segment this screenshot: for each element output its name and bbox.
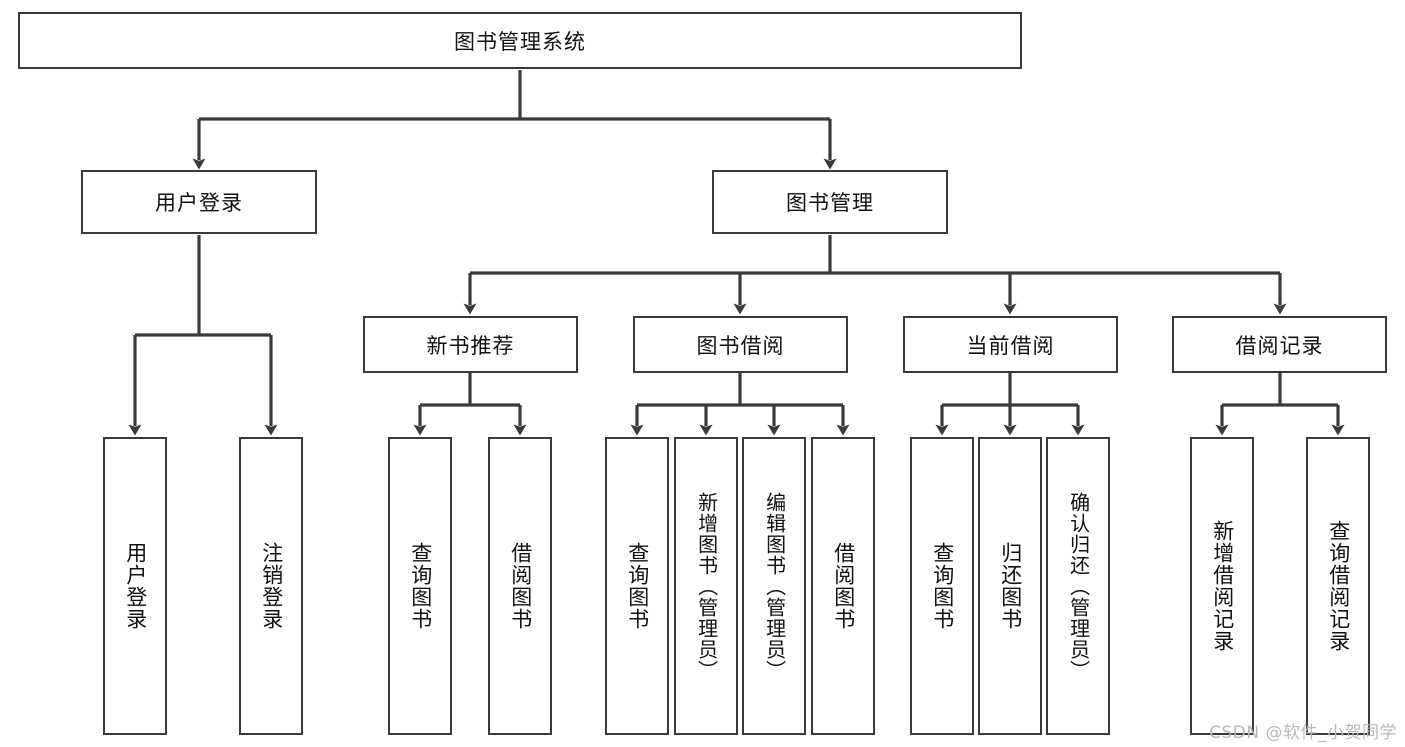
node-label: 图书借阅: [696, 333, 785, 358]
node-borrow-record[interactable]: 借阅记录: [1172, 316, 1387, 373]
watermark-text: CSDN @软件_小贺同学: [1209, 723, 1397, 743]
node-label: 当前借阅: [966, 333, 1055, 358]
node-current-borrow[interactable]: 当前借阅: [903, 316, 1118, 373]
node-label: 查询图书: [408, 542, 433, 630]
leaf-user-login-login[interactable]: 用户登录: [103, 437, 167, 735]
leaf-record-add-borrow-record[interactable]: 新增借阅记录: [1190, 437, 1254, 735]
node-label: 注销登录: [259, 542, 284, 630]
node-book-management[interactable]: 图书管理: [712, 170, 948, 234]
node-label: 编辑图书（管理员）: [762, 491, 787, 681]
node-root-book-management-system[interactable]: 图书管理系统: [18, 12, 1022, 69]
leaf-new-book-query[interactable]: 查询图书: [388, 437, 452, 735]
node-label: 图书管理系统: [454, 29, 586, 54]
node-label: 新增图书（管理员）: [694, 491, 719, 681]
node-label: 用户登录: [155, 191, 243, 215]
leaf-current-query-book[interactable]: 查询图书: [910, 437, 974, 735]
node-label: 用户登录: [123, 542, 148, 630]
node-book-borrow[interactable]: 图书借阅: [633, 316, 848, 373]
leaf-record-query-borrow-record[interactable]: 查询借阅记录: [1306, 437, 1370, 735]
leaf-borrow-add-book-admin[interactable]: 新增图书（管理员）: [674, 437, 738, 735]
leaf-current-return-book[interactable]: 归还图书: [978, 437, 1042, 735]
leaf-current-confirm-return-admin[interactable]: 确认归还（管理员）: [1046, 437, 1110, 735]
node-label: 新书推荐: [426, 333, 515, 358]
node-label: 借阅记录: [1235, 333, 1324, 358]
node-label: 借阅图书: [831, 542, 856, 630]
leaf-borrow-edit-book-admin[interactable]: 编辑图书（管理员）: [742, 437, 806, 735]
leaf-user-login-logout[interactable]: 注销登录: [239, 437, 303, 735]
leaf-borrow-borrow-book[interactable]: 借阅图书: [811, 437, 875, 735]
leaf-borrow-query-book[interactable]: 查询图书: [605, 437, 669, 735]
node-label: 图书管理: [786, 191, 874, 215]
leaf-new-book-borrow[interactable]: 借阅图书: [488, 437, 552, 735]
node-user-login[interactable]: 用户登录: [81, 170, 317, 234]
node-new-book-recommend[interactable]: 新书推荐: [363, 316, 578, 373]
node-label: 新增借阅记录: [1210, 520, 1235, 652]
node-label: 查询图书: [625, 542, 650, 630]
node-label: 查询借阅记录: [1326, 520, 1351, 652]
node-label: 归还图书: [998, 542, 1023, 630]
node-label: 查询图书: [930, 542, 955, 630]
node-label: 借阅图书: [508, 542, 533, 630]
node-label: 确认归还（管理员）: [1066, 491, 1091, 681]
